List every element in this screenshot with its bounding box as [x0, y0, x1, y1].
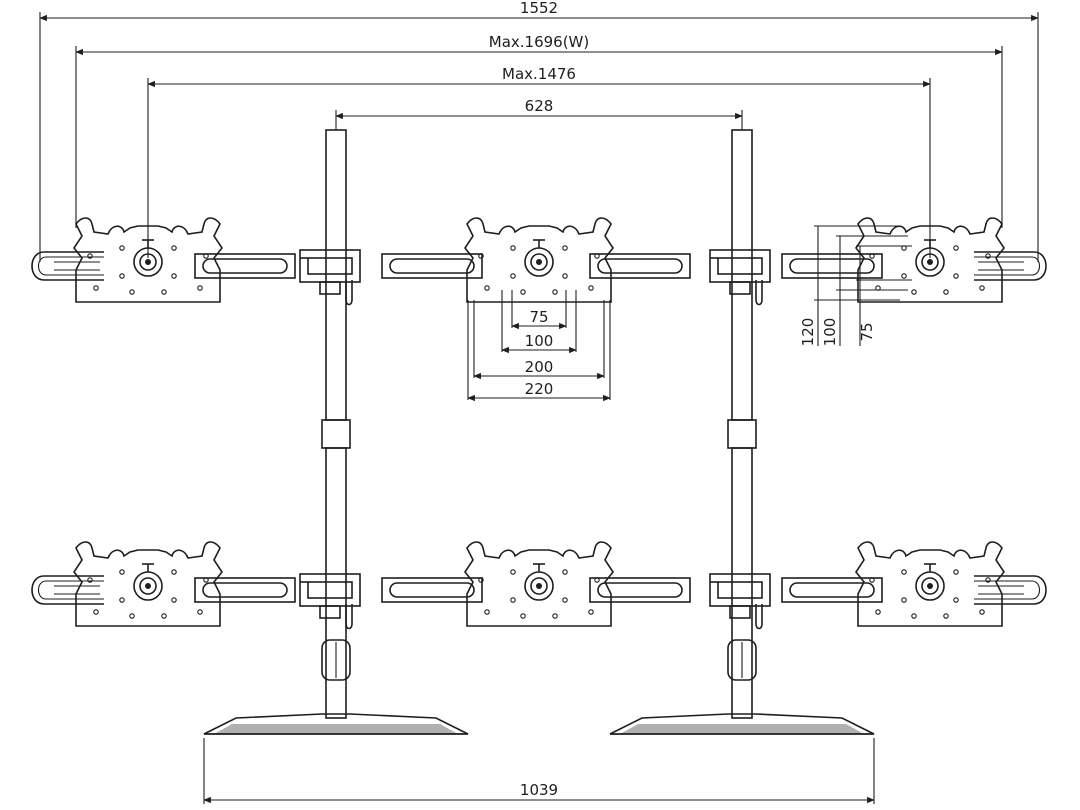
bottom-arm-row	[31, 573, 1047, 630]
top-plates	[73, 217, 1005, 303]
dim-max-width: Max.1696(W)	[75, 33, 1003, 228]
label-1039: 1039	[520, 781, 558, 799]
dim-max-inner: Max.1476	[147, 65, 931, 258]
label-628: 628	[525, 97, 554, 115]
dim-pole-spacing: 628	[335, 97, 743, 130]
label-max-1476: Max.1476	[502, 65, 576, 83]
left-base	[203, 713, 469, 735]
label-100: 100	[525, 332, 554, 350]
dim-total-width: 1552	[39, 0, 1039, 262]
label-max-1696: Max.1696(W)	[489, 33, 590, 51]
right-pole	[727, 129, 757, 719]
bottom-plates	[73, 541, 1005, 627]
label-220: 220	[525, 380, 554, 398]
top-arm-row	[31, 249, 1047, 306]
left-pole	[321, 129, 351, 719]
label-75: 75	[529, 308, 548, 326]
dim-vesa-vertical: 120 100 75	[799, 225, 912, 347]
label-1552: 1552	[520, 0, 558, 17]
label-v100: 100	[821, 318, 839, 347]
right-base	[609, 713, 875, 735]
dim-base-width: 1039	[203, 738, 875, 804]
plate-bottom-left	[73, 541, 223, 627]
label-200: 200	[525, 358, 554, 376]
plate-bottom-right	[855, 541, 1005, 627]
label-v120: 120	[799, 318, 817, 347]
dim-vesa-horizontal: 75 100 200 220	[467, 290, 611, 402]
label-v75: 75	[858, 322, 876, 341]
